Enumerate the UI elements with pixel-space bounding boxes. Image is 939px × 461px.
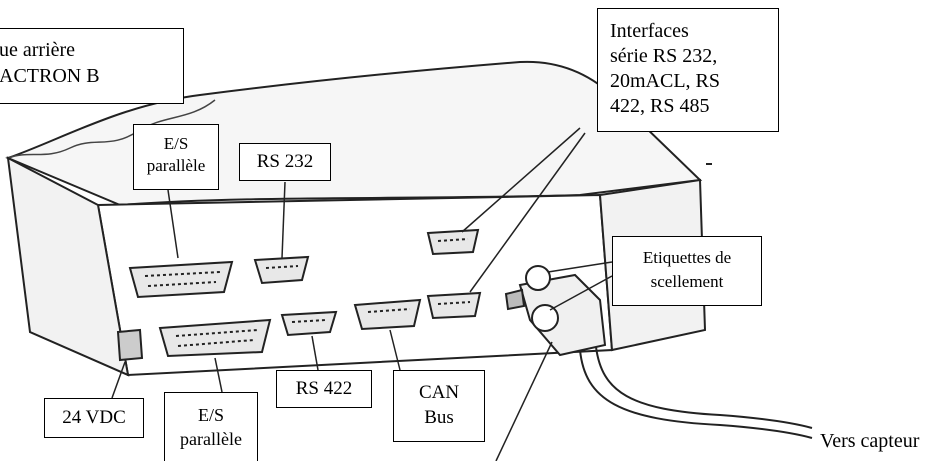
label-rs422: RS 422: [276, 370, 372, 408]
sensor-cable: [579, 349, 813, 439]
rs232-text: RS 232: [256, 151, 314, 172]
vers-capteur-text: Vers capteur: [820, 430, 920, 452]
es-top-line-2: parallèle: [146, 156, 206, 175]
title-line-1: ue arrière: [0, 39, 76, 61]
can-line-2: Bus: [424, 407, 454, 428]
es-bottom-line-1: E/S: [197, 405, 224, 425]
title-box: ue arrière ACTRON B: [0, 28, 184, 104]
etiquettes-line-1: Etiquettes de: [642, 248, 732, 267]
label-etiquettes: Etiquettes de scellement: [612, 236, 762, 306]
connector-can: [353, 298, 422, 331]
es-bottom-line-2: parallèle: [180, 429, 242, 449]
interfaces-box: Interfaces série RS 232, 20mACL, RS 422,…: [597, 8, 779, 132]
label-rs232: RS 232: [239, 143, 331, 181]
connector-es-bottom: [158, 318, 272, 358]
connector-es-top: [128, 260, 234, 299]
leader-lines: [111, 127, 613, 461]
connector-right-lower: [426, 291, 482, 320]
sensor-plug: [504, 265, 607, 357]
es-top-line-1: E/S: [163, 134, 189, 153]
power-socket-24vdc: [116, 328, 144, 362]
vdc-text: 24 VDC: [62, 407, 126, 428]
connector-right-upper: [426, 228, 480, 256]
can-line-1: CAN: [418, 382, 460, 403]
label-24vdc: 24 VDC: [44, 398, 144, 438]
label-vers-capteur: Vers capteur: [820, 430, 919, 453]
label-can-bus: CAN Bus: [393, 370, 485, 442]
label-es-parallele-top: E/S parallèle: [133, 124, 219, 190]
interfaces-line-1: Interfaces: [610, 20, 689, 42]
label-es-parallele-bottom: E/S parallèle: [164, 392, 258, 461]
interfaces-line-2: série RS 232,: [610, 45, 718, 67]
etiquettes-line-2: scellement: [650, 272, 724, 291]
connector-rs422: [280, 310, 338, 337]
rs422-text: RS 422: [295, 378, 353, 399]
title-line-2: ACTRON B: [0, 65, 100, 87]
device-left-face: [6, 156, 130, 377]
interfaces-line-3: 20mACL, RS: [610, 70, 721, 92]
connector-rs232: [253, 255, 310, 285]
interfaces-line-4: 422, RS 485: [610, 95, 710, 117]
